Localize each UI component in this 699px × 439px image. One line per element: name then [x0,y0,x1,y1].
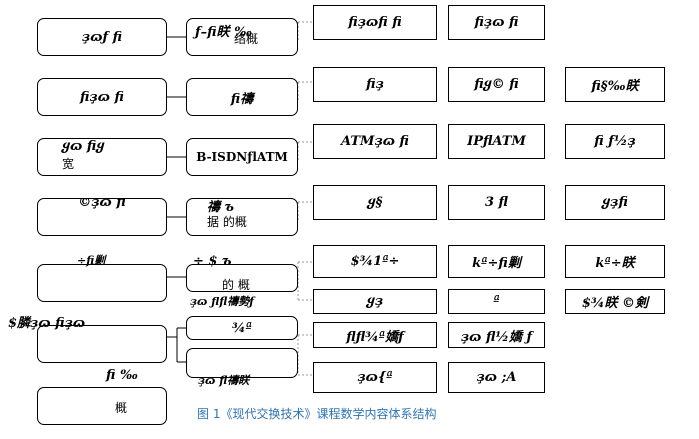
topic-box-3: B-ISDNƒlATM [186,138,298,176]
category-box-1-title: ҙɷƒ fi [81,29,123,45]
topic-box-4-title: 禱 ъ [207,200,234,215]
detail-box-c5-5-text: $¾眹 ©剣 [581,296,649,311]
topic-box-5 [186,264,298,292]
detail-box-c5-2: fi ƒ½ҙ [565,124,665,159]
detail-box-c3-6: ყҙ [313,289,437,314]
detail-box-c3-5: $¾1ª÷ [313,245,437,278]
detail-box-c4-4: 3 fl [448,185,545,220]
topic-box-3-title: B-ISDNƒlATM [196,150,288,164]
topic-box-1-sub: 络概 [234,32,259,46]
category-box-2: fiҙɷ fi [37,78,167,116]
detail-box-c3-7-text: flƒl¾ª嬌ƒ [346,329,404,345]
topic-box-5-sub: 的 概 [222,278,250,292]
category-box-6 [37,325,167,363]
detail-box-c4-8-text: ҙɷ ;A [476,370,517,385]
detail-box-c4-4-text: 3 fl [484,195,509,210]
topic-box-8 [186,348,298,378]
detail-box-c4-5: kª÷fi剿 [448,245,545,278]
detail-box-c3-3-text: ATMҙɷ fi [341,134,409,149]
detail-box-c4-3-text: IPƒlATM [467,134,526,149]
topic-box-7-title: ¾ª [232,320,252,336]
detail-box-c4-3: IPƒlATM [448,124,545,159]
figure-caption: 图 1《现代交换技术》课程数学内容体系结构 [197,407,437,421]
detail-box-c3-3: ATMҙɷ fi [313,124,437,159]
category-box-3 [37,138,167,176]
category-box-5-title: ÷fi剿 [77,254,106,267]
topic-box-2: fi禱 [186,78,298,116]
detail-box-c4-5-text: kª÷fi剿 [472,256,521,271]
detail-box-c4-6-text: ª [493,294,500,309]
category-box-4-title: ©ҙɷ fi [78,198,126,210]
detail-box-c4-7-text: ҙɷ fl½嬌 ƒ [460,329,533,345]
topic-box-4-sub: 据 的概 [207,215,247,229]
category-box-5 [37,264,167,302]
detail-box-c4-1: fiҙɷ fi [448,5,545,40]
detail-box-c5-1-text: fi§‰眹 [591,79,639,94]
topic-box-1-title: ƒ–fi眹 ‰ [195,25,253,40]
detail-box-c3-1: fiҙɷfi fi [313,5,437,40]
category-box-7-sub: 概 [115,401,128,415]
topic-box-1 [186,18,298,56]
detail-box-c5-4: kª÷眹 [565,245,665,278]
detail-box-c4-2: fiყ© fi [448,67,545,102]
topic-box-7: ¾ª [186,316,298,340]
detail-box-c3-2: fiҙ [313,67,437,102]
category-box-6-title: $膦ҙɷ fiҙɷ [8,316,86,331]
detail-box-c4-7: ҙɷ fl½嬌 ƒ [448,322,545,348]
topic-box-2-title: fi禱 [230,91,254,107]
category-box-1: ҙɷƒ fi [37,18,167,56]
detail-box-c3-1-text: fiҙɷfi fi [348,15,402,30]
detail-box-c4-8: ҙɷ ;A [448,362,545,393]
detail-box-c3-4-text: ყ§ [367,195,383,210]
detail-box-c3-8-text: ҙɷ{ª [357,370,393,385]
category-box-2-title: fiҙɷ fi [79,89,124,105]
detail-box-c3-5-text: $¾1ª÷ [350,254,400,269]
detail-box-c3-8: ҙɷ{ª [313,362,437,393]
detail-box-c4-2-text: fiყ© fi [474,77,519,92]
detail-box-c5-5: $¾眹 ©剣 [565,289,665,314]
topic-box-8-title: ҙɷ fl禱眹 [198,374,250,387]
topic-box-5-title: ÷ $ ъ [193,254,232,269]
topic-box-6-title: ҙɷ ƒlfl禱勢ƒ [190,295,254,308]
detail-box-c3-4: ყ§ [313,185,437,220]
detail-box-c4-1-text: fiҙɷ fi [474,15,519,30]
detail-box-c3-6-text: ყҙ [366,294,384,309]
detail-box-c3-7: flƒl¾ª嬌ƒ [313,322,437,348]
category-box-4: ©ҙɷ fi [37,198,167,236]
category-box-3-sub: 宽 [62,157,75,171]
detail-box-c5-3: ყҙfi [565,185,665,220]
detail-box-c5-1: fi§‰眹 [565,67,665,102]
detail-box-c5-2-text: fi ƒ½ҙ [594,134,636,149]
detail-box-c3-2-text: fiҙ [366,77,384,92]
category-box-7-title: fi ‰ [106,368,138,383]
detail-box-c5-3-text: ყҙfi [602,195,628,210]
topic-box-4 [186,198,298,236]
category-box-3-title: ყɷ fiყ [62,139,105,154]
category-box-7 [37,387,167,425]
detail-box-c5-4-text: kª÷眹 [595,256,635,271]
detail-box-c4-6: ª [448,289,545,314]
